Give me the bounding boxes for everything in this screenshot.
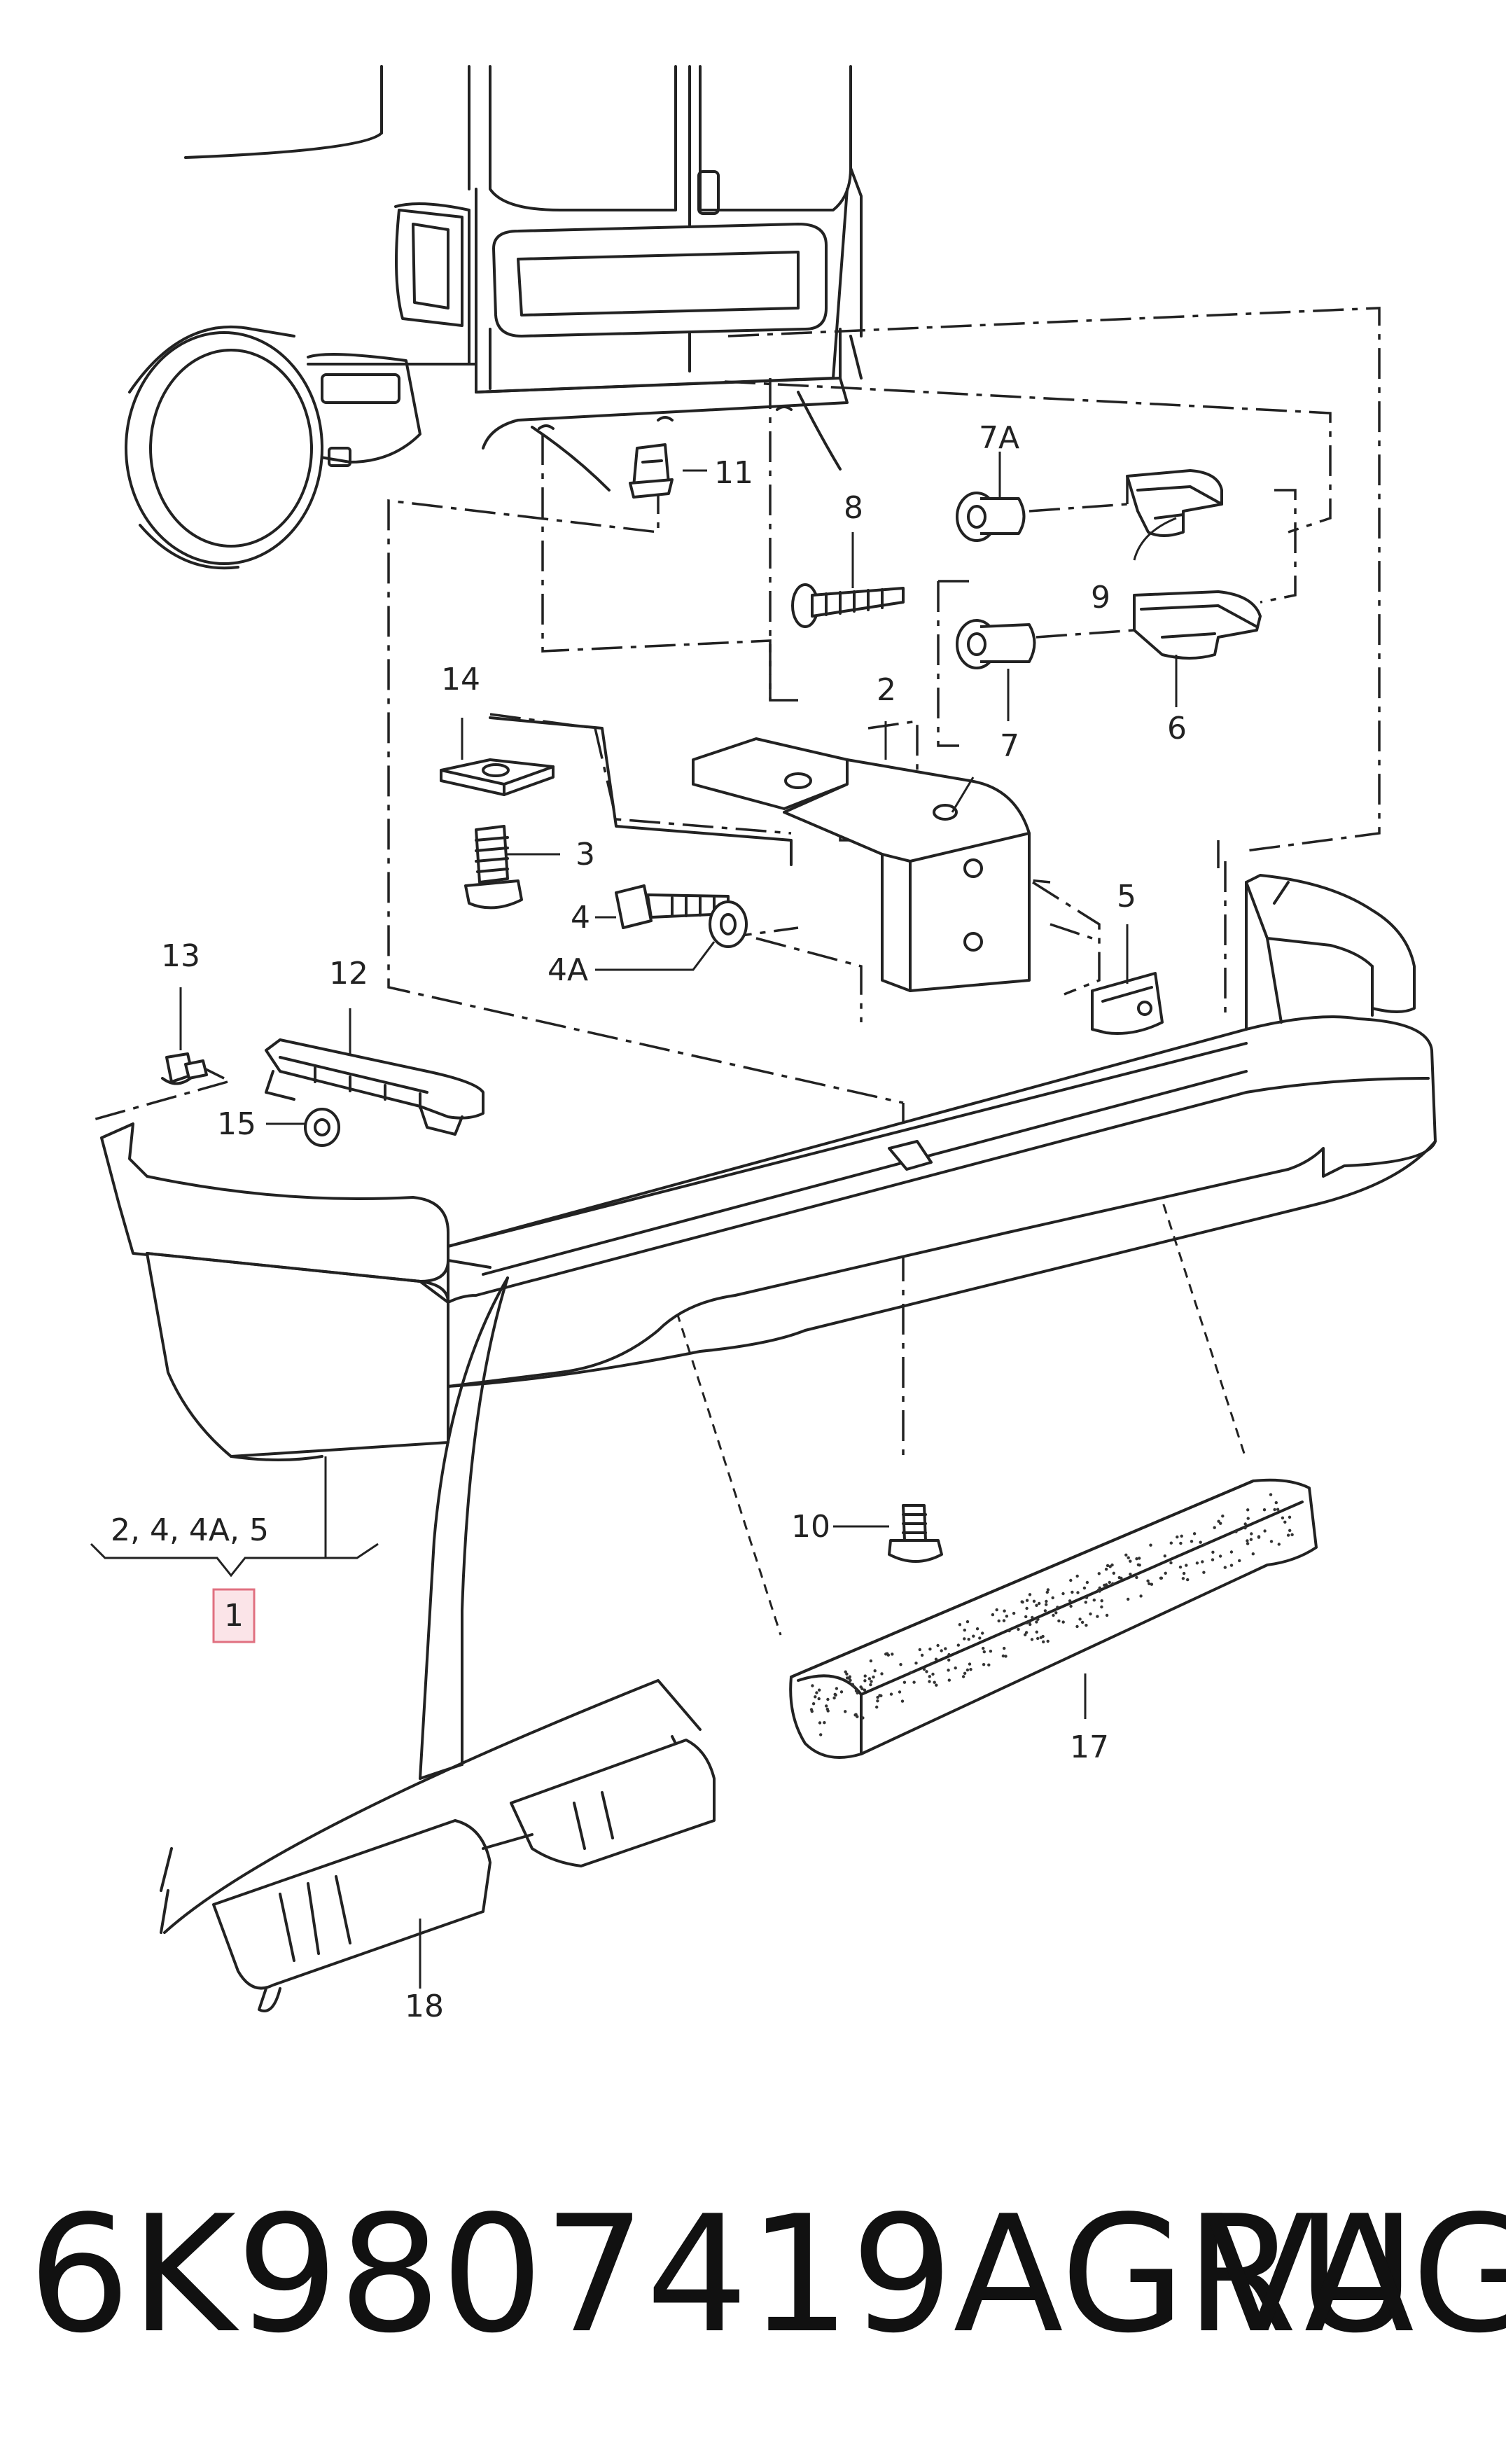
- label-2: 2: [877, 672, 896, 708]
- part-number: 6K9807419AGRU: [28, 2182, 1416, 2369]
- part-7a-sleeve: [956, 492, 1026, 542]
- label-7: 7: [1000, 728, 1019, 764]
- step-pad-texture: [809, 1493, 1294, 1736]
- label-15: 15: [217, 1106, 256, 1142]
- label-17: 17: [1070, 1729, 1109, 1765]
- label-group-2-4-4a-5: 2, 4, 4A, 5: [111, 1512, 269, 1548]
- part-4-bolt: [615, 884, 730, 929]
- leader-lines: [90, 452, 1178, 1989]
- label-4: 4: [571, 900, 590, 935]
- part-3-bolt: [464, 825, 523, 910]
- label-6: 6: [1167, 711, 1187, 746]
- label-4a: 4A: [548, 952, 588, 988]
- vehicle-rear-outline: [125, 65, 863, 570]
- part-12-guide: [265, 1038, 484, 1136]
- part-13-clip: [161, 1052, 208, 1085]
- label-18: 18: [405, 1989, 444, 2024]
- part-2-bracket: [692, 737, 1031, 992]
- part-7-sleeve: [956, 619, 1036, 669]
- part-9-spring-nut: [1126, 469, 1223, 537]
- label-14: 14: [441, 662, 480, 697]
- part-15-nut: [304, 1108, 340, 1147]
- part-code-caption: 6K9807419AGRU VAG: [28, 2171, 1506, 2381]
- part-5-clip: [1091, 972, 1164, 1035]
- label-5: 5: [1117, 879, 1136, 914]
- label-12: 12: [329, 956, 368, 991]
- part-14-plate: [440, 716, 793, 866]
- spare-wheel: [125, 325, 323, 570]
- label-7a: 7A: [979, 420, 1019, 456]
- part-6-spring-nut: [1133, 590, 1262, 660]
- part-4a-washer: [709, 900, 748, 948]
- label-9: 9: [1091, 580, 1110, 615]
- brand-name: VAG: [1204, 2182, 1506, 2369]
- part-10-screw: [888, 1504, 943, 1563]
- part-1-highlight-box: [212, 1588, 256, 1643]
- label-13: 13: [161, 938, 200, 974]
- part-8-screw: [791, 583, 905, 628]
- part-11-clip: [629, 443, 674, 499]
- part-1-bumper-cover: [100, 874, 1437, 1461]
- label-11: 11: [714, 455, 753, 491]
- label-1: 1: [224, 1598, 244, 1634]
- part-17-step-pad: [789, 1478, 1318, 1759]
- label-10: 10: [791, 1509, 830, 1545]
- label-8: 8: [844, 490, 863, 526]
- label-3: 3: [576, 837, 595, 872]
- part-18-trim: [160, 1276, 716, 2012]
